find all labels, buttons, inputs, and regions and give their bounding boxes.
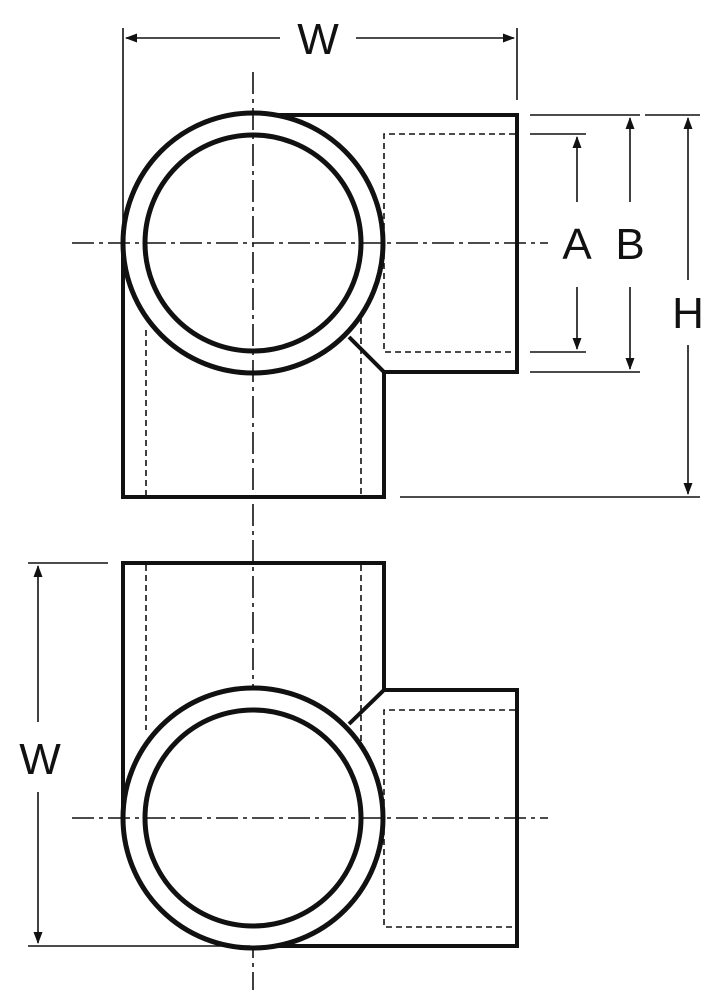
top-dimensions (122, 28, 700, 498)
label-a: A (562, 220, 592, 269)
top-joint-line (347, 335, 386, 374)
label-w-bottom: W (19, 735, 61, 784)
label-h: H (672, 289, 704, 338)
label-b: B (615, 220, 644, 269)
bottom-joint-line (347, 688, 386, 726)
top-hidden-socket (383, 133, 515, 353)
bottom-hidden-socket (383, 709, 515, 928)
bottom-dimensions (28, 562, 250, 947)
bottom-view (72, 561, 548, 951)
label-w-top: W (297, 15, 339, 64)
top-view (72, 110, 548, 499)
